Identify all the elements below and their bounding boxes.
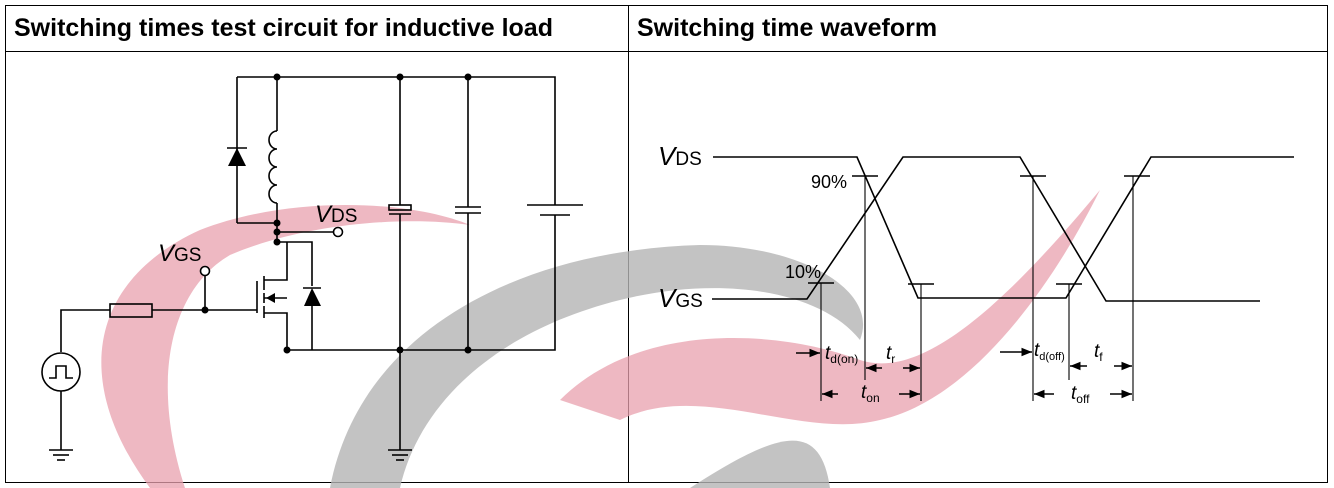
- freewheel-diode: [227, 103, 247, 223]
- bottom-rail: [287, 215, 556, 351]
- vgs-probe-terminal: [199, 265, 211, 277]
- body-diode: [303, 287, 321, 350]
- pulse-generator: [41, 352, 81, 461]
- circuit-panel-title: Switching times test circuit for inducti…: [14, 14, 553, 42]
- level-90-label: 90%: [811, 172, 847, 192]
- tf-label: tf: [1094, 341, 1103, 364]
- vds-waveform: [713, 156, 1294, 299]
- inductor-load: [268, 77, 278, 223]
- panel-divider: [628, 6, 629, 482]
- waveform-vgs-label: VGS: [658, 283, 703, 313]
- header-divider: [6, 51, 1327, 52]
- figure-frame: Switching times test circuit for inducti…: [5, 5, 1328, 483]
- test-circuit: [41, 76, 583, 461]
- watermark: [101, 190, 1100, 488]
- tr-label: tr: [886, 343, 895, 366]
- junction-dots: [201, 73, 472, 354]
- timing-arrows: [796, 347, 1132, 399]
- vgs-waveform: [712, 156, 1260, 302]
- circuit-vgs-label: VGS: [158, 240, 201, 267]
- td-on-label: td(on): [825, 343, 858, 366]
- watermark-red-swoosh-left: [101, 205, 470, 488]
- mosfet: [256, 242, 288, 350]
- waveform-panel-title: Switching time waveform: [637, 14, 938, 42]
- circuit-vds-label: VDS: [315, 201, 357, 228]
- level-10-label: 10%: [785, 262, 821, 282]
- ton-label: ton: [861, 382, 880, 405]
- td-off-label: td(off): [1034, 340, 1065, 363]
- toff-label: toff: [1071, 383, 1090, 406]
- watermark-gray-swoosh: [330, 245, 864, 488]
- switching-waveform: [712, 156, 1294, 401]
- dc-supply: [527, 204, 583, 216]
- timing-reference-lines: [820, 176, 1134, 401]
- watermark-gray-swoosh-right: [690, 440, 830, 488]
- capacitor-1: [388, 77, 412, 461]
- watermark-red-swoosh-right: [560, 190, 1100, 425]
- vds-probe-terminal: [332, 226, 344, 238]
- waveform-vds-label: VDS: [658, 141, 702, 171]
- top-rail: [236, 76, 556, 205]
- capacitor-2: [455, 77, 481, 350]
